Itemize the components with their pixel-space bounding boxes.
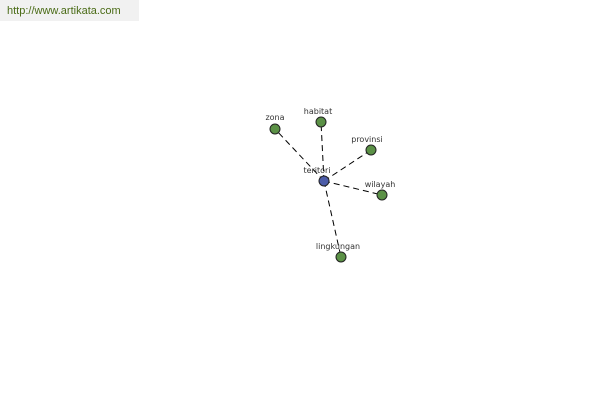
node-dot-zona[interactable] (269, 123, 281, 135)
node-dot-wilayah[interactable] (376, 189, 388, 201)
node-label-zona: zona (265, 113, 284, 122)
node-habitat[interactable]: habitat (304, 107, 332, 128)
node-lingkungan[interactable]: lingkungan (316, 242, 360, 263)
node-dot-teritori[interactable] (318, 175, 330, 187)
node-label-teritori: teritori (303, 166, 330, 175)
node-provinsi[interactable]: provinsi (351, 135, 383, 156)
edge-teritori-lingkungan (323, 180, 342, 258)
node-wilayah[interactable]: wilayah (365, 180, 396, 201)
site-url-link[interactable]: http://www.artikata.com (0, 0, 139, 21)
node-dot-habitat[interactable] (315, 116, 327, 128)
node-label-lingkungan: lingkungan (316, 242, 360, 251)
edges-layer (274, 121, 383, 258)
edge-teritori-zona (274, 128, 325, 182)
edge-teritori-provinsi (323, 149, 372, 182)
node-label-habitat: habitat (304, 107, 332, 116)
node-label-wilayah: wilayah (365, 180, 396, 189)
node-label-provinsi: provinsi (351, 135, 383, 144)
node-zona[interactable]: zona (265, 113, 285, 135)
node-dot-provinsi[interactable] (365, 144, 377, 156)
node-teritori[interactable]: teritori (303, 166, 331, 187)
node-dot-lingkungan[interactable] (335, 251, 347, 263)
